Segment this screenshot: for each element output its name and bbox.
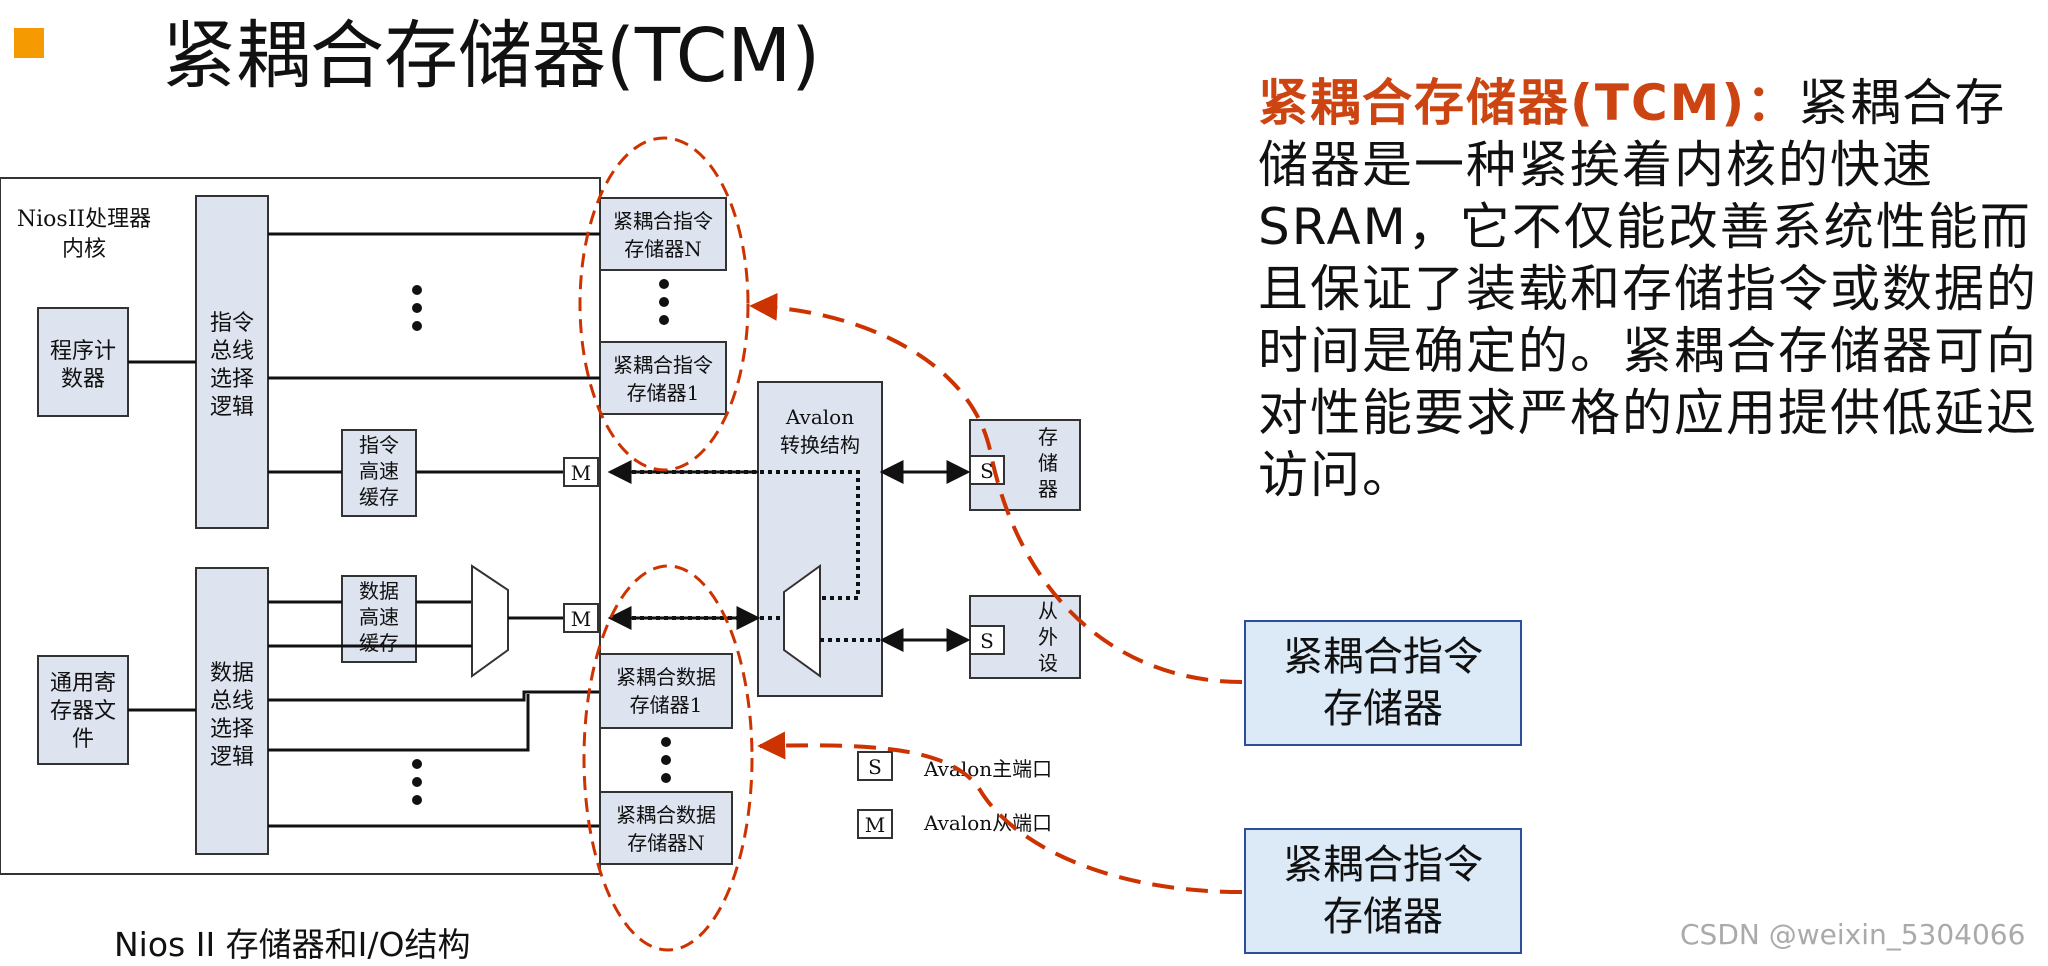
data-bus-logic-line2: 总线 (210, 689, 254, 714)
tcm-data-1-line2: 存储器1 (630, 693, 703, 717)
gp-register-file-box (37, 655, 129, 765)
tcm-data-n-line1: 紧耦合数据 (616, 803, 716, 827)
gp-register-file-line3: 件 (72, 727, 94, 752)
diagram-caption: Nios II 存储器和I/O结构 (114, 925, 471, 964)
instr-ellipsis-dots (412, 279, 669, 331)
legend-master-symbol (857, 809, 893, 839)
core-label-line1: NiosII处理器 (17, 207, 151, 232)
logic-to-tcm-data-1-line (268, 690, 600, 702)
slave-peripheral-line2: 外 (1038, 625, 1058, 649)
instr-cache-line3: 缓存 (359, 485, 399, 509)
tcm-instr-highlight-ellipse (578, 136, 750, 472)
data-bus-logic-line1: 数据 (210, 661, 254, 686)
instr-cache-line1: 指令 (359, 433, 399, 457)
program-counter-line1: 程序计 (50, 339, 116, 364)
instr-bus-logic-line2: 总线 (210, 339, 254, 364)
instr-bus-logic-line1: 指令 (210, 311, 254, 336)
tcm-data-highlight-ellipse (582, 564, 754, 952)
tcm-instr-n-line1: 紧耦合指令 (613, 209, 713, 233)
callout-tcm-instr-top: 紧耦合指令存储器 (1244, 620, 1522, 746)
instr-bus-logic-box (195, 195, 269, 529)
data-bus-logic-line3: 选择 (210, 717, 254, 742)
watermark: CSDN @weixin_5304066 (1680, 918, 2026, 951)
data-master-port-label: M (571, 607, 591, 631)
callout-bottom-line2: 存储器 (1323, 894, 1443, 940)
gp-register-file-line2: 存器文 (50, 699, 116, 724)
memory-line2: 储 (1038, 451, 1058, 475)
instr-bus-logic-line4: 逻辑 (210, 395, 254, 420)
callout-bottom-pointer (757, 731, 1243, 894)
instr-master-port (563, 457, 599, 487)
callout-bottom-line1: 紧耦合指令 (1283, 842, 1483, 888)
data-cache-line2: 高速 (359, 605, 399, 629)
tcm-data-1-box (599, 653, 733, 729)
callout-top-pointer (749, 292, 1243, 684)
memory-line3: 器 (1038, 477, 1058, 501)
data-bus-logic-line4: 逻辑 (210, 745, 254, 770)
logic-to-tcm-data-1-line-b (268, 694, 530, 752)
instr-cache-box (341, 429, 417, 517)
callout-top-line2: 存储器 (1323, 686, 1443, 732)
memory-slave-port-label: S (980, 459, 994, 483)
slave-peripheral-line3: 设 (1038, 651, 1058, 675)
slave-peripheral-line1: 从 (1038, 599, 1058, 623)
data-cache-line3: 缓存 (359, 631, 399, 655)
tcm-description: 紧耦合存储器(TCM)：紧耦合存储器是一种紧挨着内核的快速SRAM，它不仅能改善… (1258, 72, 2048, 552)
data-master-port (563, 603, 599, 633)
instr-master-port-label: M (571, 461, 591, 485)
program-counter-line2: 数器 (61, 367, 105, 392)
legend-slave-text: Avalon主端口 (923, 757, 1052, 781)
legend-master-symbol-label: M (865, 813, 885, 837)
tcm-instr-1-line2: 存储器1 (627, 381, 700, 405)
data-cache-line1: 数据 (359, 579, 399, 603)
tcm-instr-1-line1: 紧耦合指令 (613, 353, 713, 377)
legend-master-text: Avalon从端口 (923, 811, 1052, 835)
bullet-square (14, 28, 44, 58)
data-mux (471, 564, 509, 678)
callout-tcm-instr-bottom: 紧耦合指令存储器 (1244, 828, 1522, 954)
peripheral-slave-port-label: S (980, 629, 994, 653)
callout-top-line1: 紧耦合指令 (1283, 634, 1483, 680)
core-label-line2: 内核 (62, 237, 106, 262)
data-ellipsis-dots (412, 737, 671, 805)
data-cache-box (341, 575, 417, 663)
legend-slave-symbol (857, 751, 893, 781)
avalon-fabric-line1: Avalon (785, 405, 854, 429)
tcm-data-1-line1: 紧耦合数据 (616, 665, 716, 689)
tcm-data-n-line2: 存储器N (627, 831, 705, 855)
tcm-description-highlight: 紧耦合存储器(TCM)： (1258, 74, 1799, 132)
avalon-fabric-mux (783, 564, 821, 678)
legend-slave-symbol-label: S (868, 755, 882, 779)
avalon-fabric-line2: 转换结构 (780, 433, 860, 457)
instr-cache-line2: 高速 (359, 459, 399, 483)
processor-core-box (0, 177, 601, 875)
tcm-data-n-box (599, 791, 733, 865)
memory-line1: 存 (1038, 425, 1058, 449)
program-counter-box (37, 307, 129, 417)
tcm-description-body: 紧耦合存储器是一种紧挨着内核的快速SRAM，它不仅能改善系统性能而且保证了装载和… (1258, 74, 2038, 504)
gp-register-file-line1: 通用寄 (50, 671, 116, 696)
tcm-instr-n-line2: 存储器N (624, 237, 702, 261)
data-bus-logic-box (195, 567, 269, 855)
slide-title: 紧耦合存储器(TCM) (162, 13, 821, 99)
instr-bus-logic-line3: 选择 (210, 367, 254, 392)
